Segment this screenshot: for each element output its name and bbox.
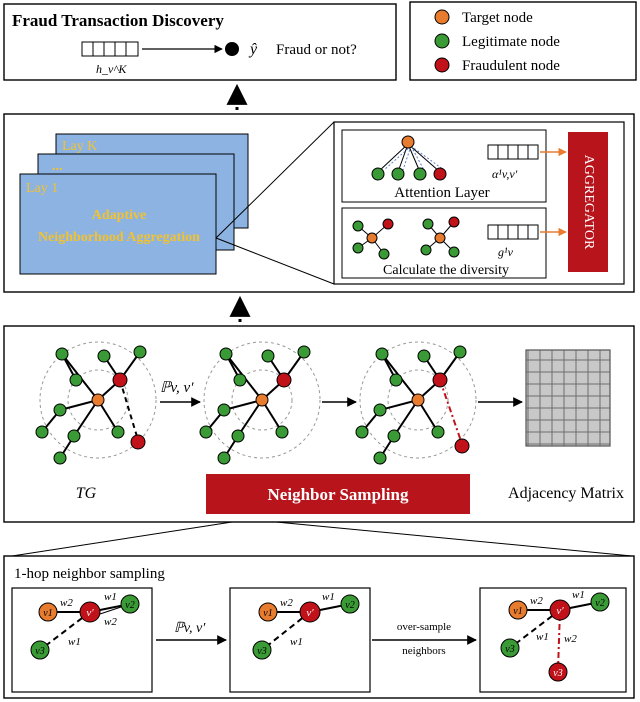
hop2-label-v1: v1 — [263, 608, 272, 619]
hop2-weight-c: w1 — [290, 636, 303, 648]
hop1-node-v1 — [38, 602, 58, 622]
legend-legit-swatch — [434, 33, 450, 49]
transaction-graph-2 — [199, 341, 321, 465]
hop2-weight-a: w2 — [280, 597, 293, 609]
legend-target-swatch — [434, 9, 450, 25]
neighbor-sampling-label: Neighbor Sampling — [268, 485, 409, 504]
hop2-node-v2 — [340, 594, 360, 614]
hop3-node-v2 — [590, 592, 610, 612]
hop3-label-v1: v1 — [513, 606, 522, 617]
discovery-title: Fraud Transaction Discovery — [12, 11, 224, 30]
attention-symbol: α¹v,v′ — [492, 167, 518, 181]
hop1-node-vp — [79, 601, 101, 623]
hop3-node-v1 — [508, 600, 528, 620]
adjacency-matrix-label: Adjacency Matrix — [508, 485, 624, 502]
oversample-line1: over-sample — [397, 621, 451, 633]
layer-1-label: Lay 1 — [26, 181, 58, 196]
hop2-weight-b: w1 — [322, 591, 335, 603]
module-title-line2: Neighborhood Aggregation — [38, 230, 200, 245]
hop1-weight-c: w2 — [104, 616, 117, 628]
hop3-label-v3b: v3 — [553, 668, 562, 679]
diversity-graph-b — [420, 216, 460, 258]
neighbor-sampling-bar — [206, 474, 470, 514]
oversample-line2: neighbors — [402, 645, 445, 657]
hop3-weight-c: w1 — [536, 631, 549, 643]
legend: Target node Legitimate node Fraudulent n… — [409, 1, 637, 81]
legend-fraud-label: Fraudulent node — [462, 58, 560, 74]
module-title-line1: Adaptive — [92, 208, 146, 223]
transaction-graph-3 — [355, 341, 477, 465]
embedding-label: h_v^K — [96, 62, 127, 76]
hop1-label-v3: v3 — [35, 646, 44, 657]
sampling-panel: ℙv, v′ — [3, 325, 635, 523]
hop2-label-v3: v3 — [257, 646, 266, 657]
hop2-node-v1 — [258, 602, 278, 622]
hop3-node-v3-legit — [500, 638, 520, 658]
hop1-weight-b: w1 — [104, 591, 117, 603]
hop1-node-v2 — [120, 594, 140, 614]
graph-label: TG — [76, 485, 97, 502]
hop-panel: 1-hop neighbor sampling v1 v′ v2 v3 w2 w… — [3, 555, 635, 699]
hop2-node-v3 — [252, 640, 272, 660]
prediction-dot — [225, 42, 239, 56]
diversity-symbol: g¹v — [498, 245, 514, 259]
hop2-label-vp: v′ — [306, 607, 314, 619]
aggregator-block — [568, 132, 608, 272]
hop1-node-v3 — [30, 640, 50, 660]
hop1-weight-d: w1 — [68, 636, 81, 648]
layer-k-label: Lay K — [62, 139, 97, 154]
hop1-label-vp: v′ — [86, 607, 94, 619]
hop3-label-v3a: v3 — [505, 644, 514, 655]
hop-title: 1-hop neighbor sampling — [14, 566, 165, 582]
hop3-weight-a: w2 — [530, 595, 543, 607]
hop1-label-v1: v1 — [43, 608, 52, 619]
layer-dots-label: ... — [52, 159, 63, 174]
aggregator-label: AGGREGATOR — [581, 155, 596, 250]
diversity-graph-a — [352, 218, 394, 260]
adjacency-matrix-grid — [525, 349, 611, 447]
aggregation-panel: Lay K ... Lay 1 Adaptive Neighborhood Ag… — [3, 113, 635, 293]
hop3-label-v2: v2 — [595, 598, 604, 609]
diversity-caption: Calculate the diversity — [383, 263, 509, 278]
transaction-graph-1 — [35, 341, 157, 465]
attention-tree — [371, 135, 447, 181]
legend-target-label: Target node — [462, 10, 533, 26]
hop3-node-vp — [549, 599, 571, 621]
probability-label-top: ℙv, v′ — [160, 380, 194, 396]
embedding-vector — [81, 41, 139, 57]
hop2-label-v2: v2 — [345, 600, 354, 611]
hop3-weight-d: w2 — [564, 633, 577, 645]
hop-probability-label: ℙv, v′ — [174, 621, 206, 636]
legend-fraud-swatch — [434, 57, 450, 73]
fraud-question: Fraud or not? — [276, 42, 357, 58]
legend-legit-label: Legitimate node — [462, 34, 560, 50]
hop1-weight-a: w2 — [60, 597, 73, 609]
hop2-node-vp — [299, 601, 321, 623]
layer-1-card — [19, 173, 217, 275]
diversity-vector — [487, 224, 539, 240]
prediction-label: ŷ — [248, 41, 258, 58]
hop1-label-v2: v2 — [125, 600, 134, 611]
hop3-label-vp: v′ — [556, 605, 564, 617]
attention-box — [341, 129, 547, 203]
hop3-weight-b: w1 — [572, 589, 585, 601]
fraud-discovery-panel: Fraud Transaction Discovery h_v^K ŷ Frau… — [3, 3, 397, 81]
hop3-node-v3-fraud — [548, 662, 568, 682]
attention-caption: Attention Layer — [394, 185, 489, 201]
attention-vector — [487, 144, 539, 160]
